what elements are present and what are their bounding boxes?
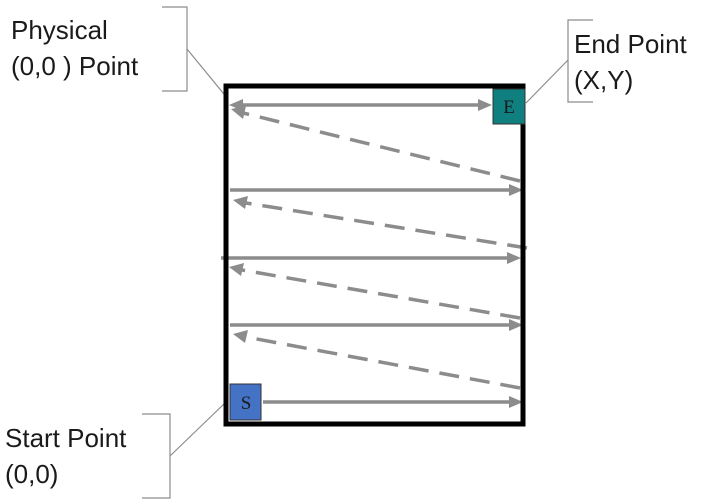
start-point-label-line2: (0,0) <box>5 459 58 489</box>
physical-point-leader <box>186 48 229 100</box>
return-line <box>242 111 521 183</box>
physical-point-bracket <box>162 6 188 92</box>
start-marker: S <box>229 383 262 421</box>
return-arrowhead <box>229 263 244 276</box>
scan-pass-arrowhead <box>507 252 521 264</box>
wafer-frame <box>223 83 526 427</box>
start-marker-label: S <box>241 393 252 414</box>
return-arrowhead <box>231 106 246 119</box>
scan-passes <box>221 99 523 408</box>
start-point-bracket <box>142 413 171 499</box>
scan-pass-arrowhead <box>478 99 492 111</box>
end-marker-box <box>492 88 526 125</box>
physical-point-label-line2: (0,0 ) Point <box>11 51 139 81</box>
end-point-leader <box>525 59 569 104</box>
start-marker-box <box>229 383 262 421</box>
return-line <box>245 335 521 390</box>
scan-pass-arrowhead <box>509 184 523 196</box>
return-arrowhead <box>233 330 248 343</box>
start-point-label-line1: Start Point <box>5 423 127 453</box>
return-paths <box>229 106 528 390</box>
return-line <box>245 201 528 250</box>
end-point-label-line2: (X,Y) <box>574 65 633 95</box>
physical-point-label-line1: Physical <box>11 15 108 45</box>
end-point-bracket <box>567 19 593 103</box>
scan-pass-arrowhead <box>509 319 523 331</box>
end-marker: E <box>492 88 526 125</box>
return-line <box>241 268 521 320</box>
end-point-label-line1: End Point <box>574 29 688 59</box>
end-marker-label: E <box>503 97 515 118</box>
start-point-leader <box>169 401 227 457</box>
scan-pass-arrowhead <box>509 396 523 408</box>
return-arrowhead <box>233 196 248 209</box>
